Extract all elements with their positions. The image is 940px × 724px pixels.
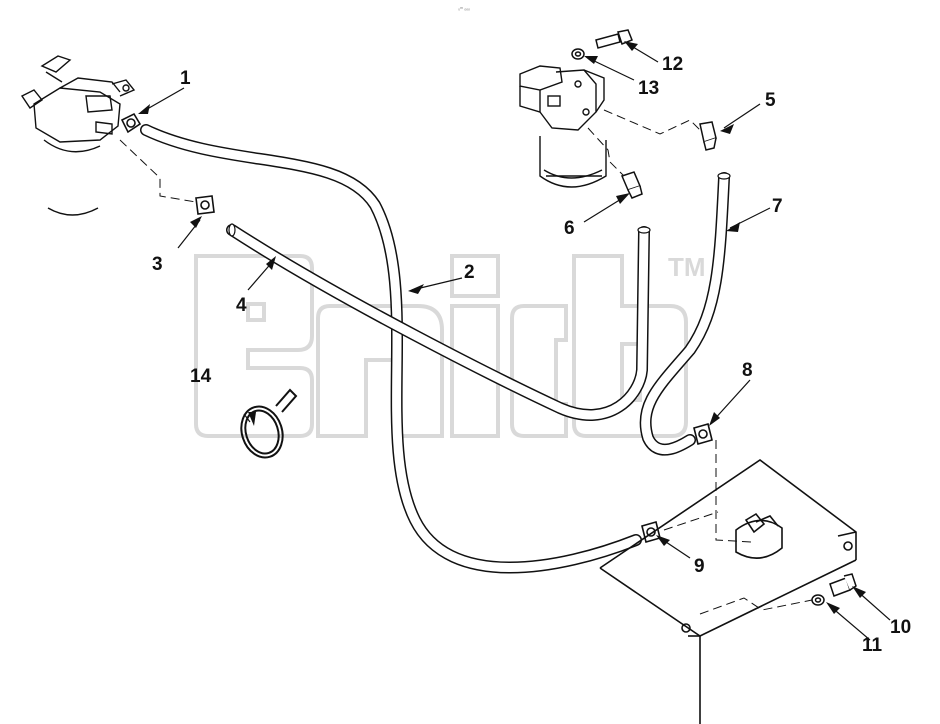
watermark-letter-b [572,254,688,438]
clamp-1 [120,112,142,134]
callout-10: 10 [890,617,911,638]
tank-bracket [599,459,857,724]
clamp-9 [641,521,661,543]
watermark-letter-e [194,254,314,438]
screw-12 [595,29,633,49]
fitting-5 [699,121,717,151]
header-mark: ₀ᵐ ₒₒₒ [458,6,470,12]
watermark-letter-i [450,254,500,438]
hose-end-caps [228,172,731,237]
callout-1: 1 [180,68,191,89]
tie-strap-14 [240,388,298,459]
fitting-6 [620,171,643,199]
callout-4: 4 [236,295,247,316]
callout-12: 12 [662,54,683,75]
callout-7: 7 [772,196,783,217]
callout-11: 11 [862,635,883,656]
callout-9: 9 [694,556,705,577]
callout-14: 14 [190,366,212,387]
hose-4 [226,224,650,421]
callout-6: 6 [564,218,575,239]
fuel-filter [519,65,607,188]
callout-3: 3 [152,254,163,275]
callout-13: 13 [638,78,659,99]
screw-10 [829,573,857,597]
watermark-trademark: TM [668,252,706,282]
solenoid-assembly [20,55,136,216]
hose-2 [140,124,642,574]
arrowheads [138,41,866,614]
connector-lines [119,109,813,615]
clamp-3 [195,195,215,215]
hose-7 [639,172,730,456]
watermark-letter-n [316,304,444,438]
watermark-letter-c [510,304,568,438]
callout-5: 5 [765,90,776,111]
callout-labels: 1 2 3 4 5 6 7 8 9 10 11 12 13 14 [152,54,911,656]
clamp-8 [693,423,713,445]
washer-13 [571,48,585,60]
washer-11 [811,594,825,606]
callout-8: 8 [742,360,753,381]
callout-2: 2 [464,262,475,283]
